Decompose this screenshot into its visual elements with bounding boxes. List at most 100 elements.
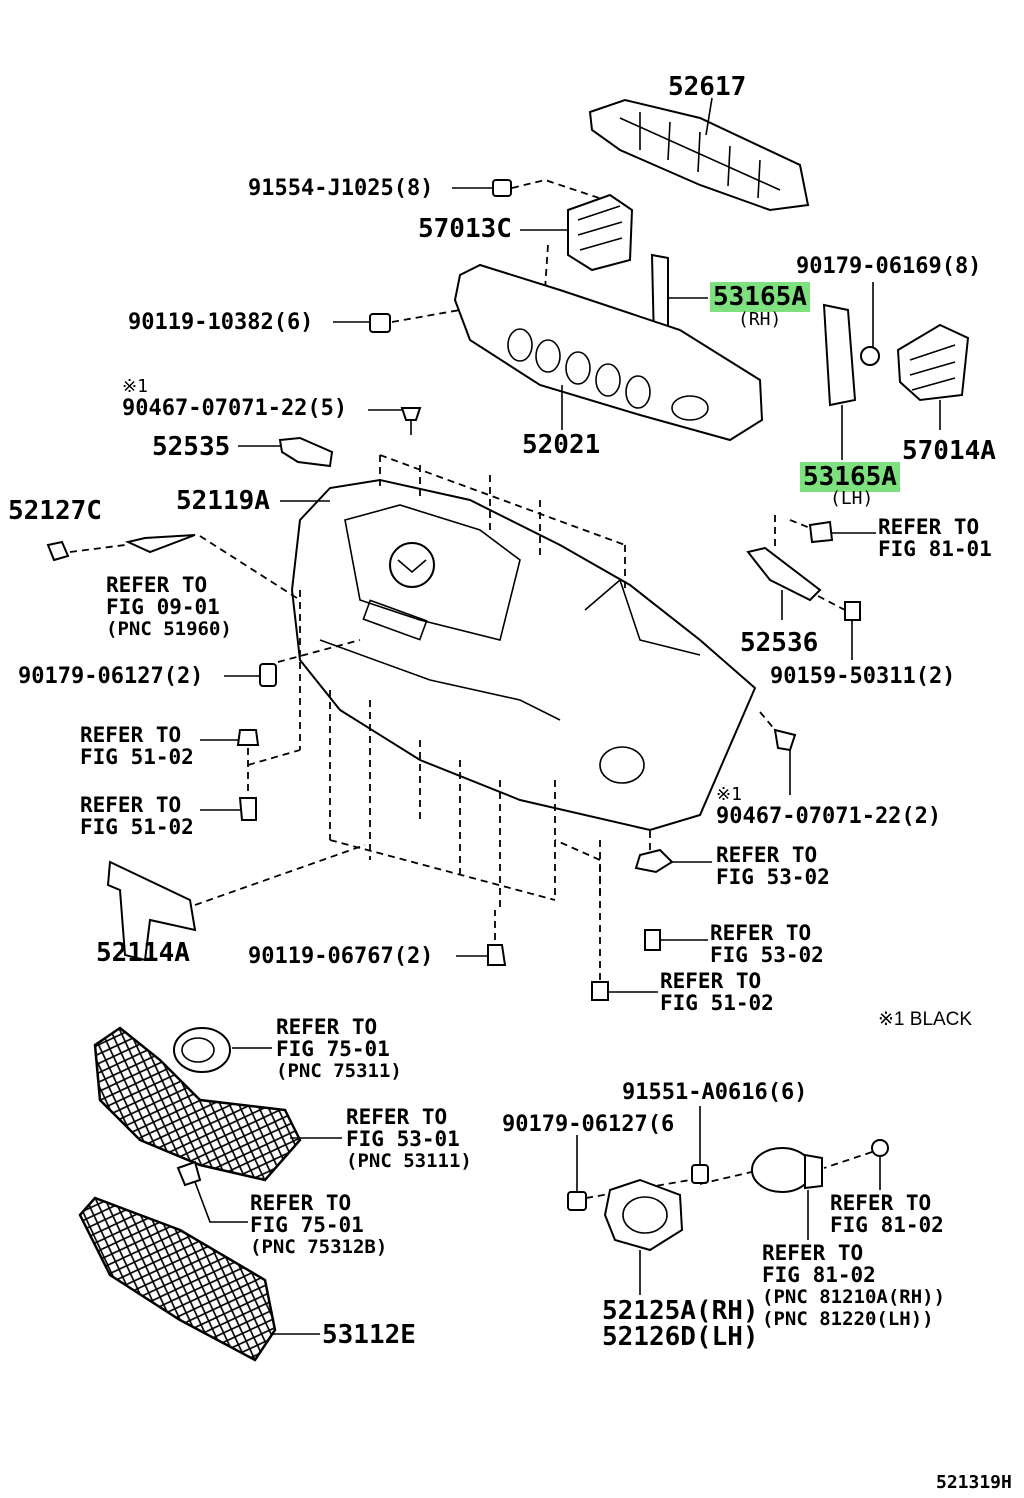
- ref-line1: REFER TO: [878, 515, 980, 539]
- figure-id: 521319H: [936, 1472, 1012, 1493]
- clip-91554: [452, 179, 606, 201]
- cap-52127C: [46, 534, 301, 601]
- ref-line3: (PNC 51960): [106, 618, 232, 640]
- bolt-53-02-b: [644, 929, 708, 951]
- label-52125A[interactable]: 52125A(RH): [602, 1296, 759, 1326]
- retainer-52536: [746, 515, 822, 620]
- ref-line1: REFER TO: [830, 1191, 932, 1215]
- label-90159[interactable]: 90159-50311(2): [770, 664, 956, 689]
- label-91554[interactable]: 91554-J1025(8): [248, 176, 434, 201]
- ref-09-01[interactable]: REFER TO FIG 09-01 (PNC 51960): [106, 574, 232, 640]
- ref-line1: REFER TO: [762, 1241, 864, 1265]
- label-53112E[interactable]: 53112E: [322, 1320, 416, 1350]
- label-90179-06169[interactable]: 90179-06169(8): [796, 254, 982, 279]
- upper-support-52617: [588, 97, 810, 212]
- ref-line2: FIG 75-01: [250, 1213, 364, 1237]
- label-lh: (LH): [830, 488, 874, 509]
- emblem-75-01: [173, 1027, 272, 1073]
- nut-90179-06127-left: [224, 639, 361, 687]
- retainer-52535: [238, 436, 334, 468]
- bolt-refer-81-01: [789, 519, 876, 544]
- label-rh: (RH): [738, 309, 782, 330]
- ref-line2: FIG 51-02: [660, 991, 774, 1015]
- ref-line1: REFER TO: [80, 793, 182, 817]
- bolt-51-02-c: [554, 839, 658, 1001]
- label-90119-06767[interactable]: 90119-06767(2): [248, 944, 434, 969]
- bumper-cover-52119A: [280, 478, 757, 832]
- label-52119A[interactable]: 52119A: [176, 486, 270, 516]
- clip-90467-right: [759, 711, 797, 795]
- clip-90467-top: [368, 407, 422, 435]
- plate-52114A: [106, 844, 366, 962]
- label-57013C[interactable]: 57013C: [418, 214, 512, 244]
- ref-81-01-top[interactable]: REFER TO FIG 81-01: [878, 516, 992, 560]
- fog-bezel-52125A: [603, 1178, 684, 1295]
- ref-line2: FIG 81-02: [830, 1213, 944, 1237]
- ref-line3: (PNC 53111): [346, 1150, 472, 1172]
- ref-75-01-b[interactable]: REFER TO FIG 75-01 (PNC 75312B): [250, 1192, 387, 1258]
- ref-line4: (PNC 81220(LH)): [762, 1308, 934, 1330]
- label-90467-2[interactable]: 90467-07071-22(2): [716, 804, 942, 829]
- clip-53-02-a: [634, 830, 712, 874]
- ref-line2: FIG 53-02: [710, 943, 824, 967]
- spacer-53165A-lh: [822, 303, 857, 460]
- label-star1-a: ※1: [122, 376, 148, 397]
- ref-line3: (PNC 75311): [276, 1060, 402, 1082]
- ref-line2: FIG 51-02: [80, 745, 194, 769]
- ref-line1: REFER TO: [106, 573, 208, 597]
- label-52114A[interactable]: 52114A: [96, 938, 190, 968]
- bolt-left-51-02-a: [200, 729, 260, 746]
- bolt-left-51-02-b: [200, 797, 257, 821]
- ref-line1: REFER TO: [716, 843, 818, 867]
- label-52535[interactable]: 52535: [152, 432, 231, 462]
- ref-line2: FIG 51-02: [80, 815, 194, 839]
- highlight-53165A-rh: 53165A: [710, 282, 810, 312]
- label-52021[interactable]: 52021: [522, 430, 601, 460]
- upper-grille-53-01: [93, 1026, 342, 1182]
- ref-line1: REFER TO: [710, 921, 812, 945]
- note-black: ※1 BLACK: [878, 1009, 973, 1030]
- label-52536[interactable]: 52536: [740, 628, 819, 658]
- ref-53-02-a[interactable]: REFER TO FIG 53-02: [716, 844, 830, 888]
- ref-81-02-a[interactable]: REFER TO FIG 81-02: [830, 1192, 944, 1236]
- label-53165A-lh[interactable]: 53165A: [800, 462, 900, 492]
- label-91551[interactable]: 91551-A0616(6): [622, 1080, 808, 1105]
- label-52617[interactable]: 52617: [668, 72, 747, 102]
- bolt-91551: [691, 1106, 761, 1185]
- ref-line3: (PNC 81210A(RH)): [762, 1286, 946, 1308]
- label-90179-06127-right[interactable]: 90179-06127(6: [502, 1112, 675, 1137]
- ref-51-02-c[interactable]: REFER TO FIG 51-02: [660, 970, 774, 1014]
- label-90467-5[interactable]: 90467-07071-22(5): [122, 396, 348, 421]
- bolt-90119-10382: [333, 309, 461, 333]
- bolt-90159-50311: [817, 595, 861, 660]
- ref-51-02-b[interactable]: REFER TO FIG 51-02: [80, 794, 194, 838]
- label-52126D[interactable]: 52126D(LH): [602, 1322, 759, 1352]
- ref-53-01[interactable]: REFER TO FIG 53-01 (PNC 53111): [346, 1106, 472, 1172]
- clip-75-01-b: [176, 1160, 248, 1223]
- ref-line2: FIG 75-01: [276, 1037, 390, 1061]
- ref-53-02-b[interactable]: REFER TO FIG 53-02: [710, 922, 824, 966]
- screw-81-02: [823, 1139, 889, 1190]
- label-52127C[interactable]: 52127C: [8, 496, 102, 526]
- label-57014A[interactable]: 57014A: [902, 436, 996, 466]
- label-53165A-rh[interactable]: 53165A: [710, 282, 810, 312]
- label-star1-b: ※1: [716, 784, 742, 805]
- ref-line2: FIG 81-02: [762, 1263, 876, 1287]
- ref-line2: FIG 53-01: [346, 1127, 460, 1151]
- label-90179-06127-left[interactable]: 90179-06127(2): [18, 664, 204, 689]
- ref-line2: FIG 53-02: [716, 865, 830, 889]
- label-90119-10382[interactable]: 90119-10382(6): [128, 310, 314, 335]
- ref-51-02-a[interactable]: REFER TO FIG 51-02: [80, 724, 194, 768]
- ref-line3: (PNC 75312B): [250, 1236, 388, 1258]
- ref-81-02-b[interactable]: REFER TO FIG 81-02 (PNC 81210A(RH)) (PNC…: [762, 1242, 945, 1330]
- lower-grille-53112E: [78, 1196, 320, 1362]
- bracket-57014A: [896, 323, 970, 430]
- ref-line1: REFER TO: [660, 969, 762, 993]
- nut-90179-06169: [860, 282, 880, 366]
- ref-line1: REFER TO: [346, 1105, 448, 1129]
- ref-75-01-a[interactable]: REFER TO FIG 75-01 (PNC 75311): [276, 1016, 402, 1082]
- ref-line1: REFER TO: [250, 1191, 352, 1215]
- bracket-57013C: [520, 193, 634, 291]
